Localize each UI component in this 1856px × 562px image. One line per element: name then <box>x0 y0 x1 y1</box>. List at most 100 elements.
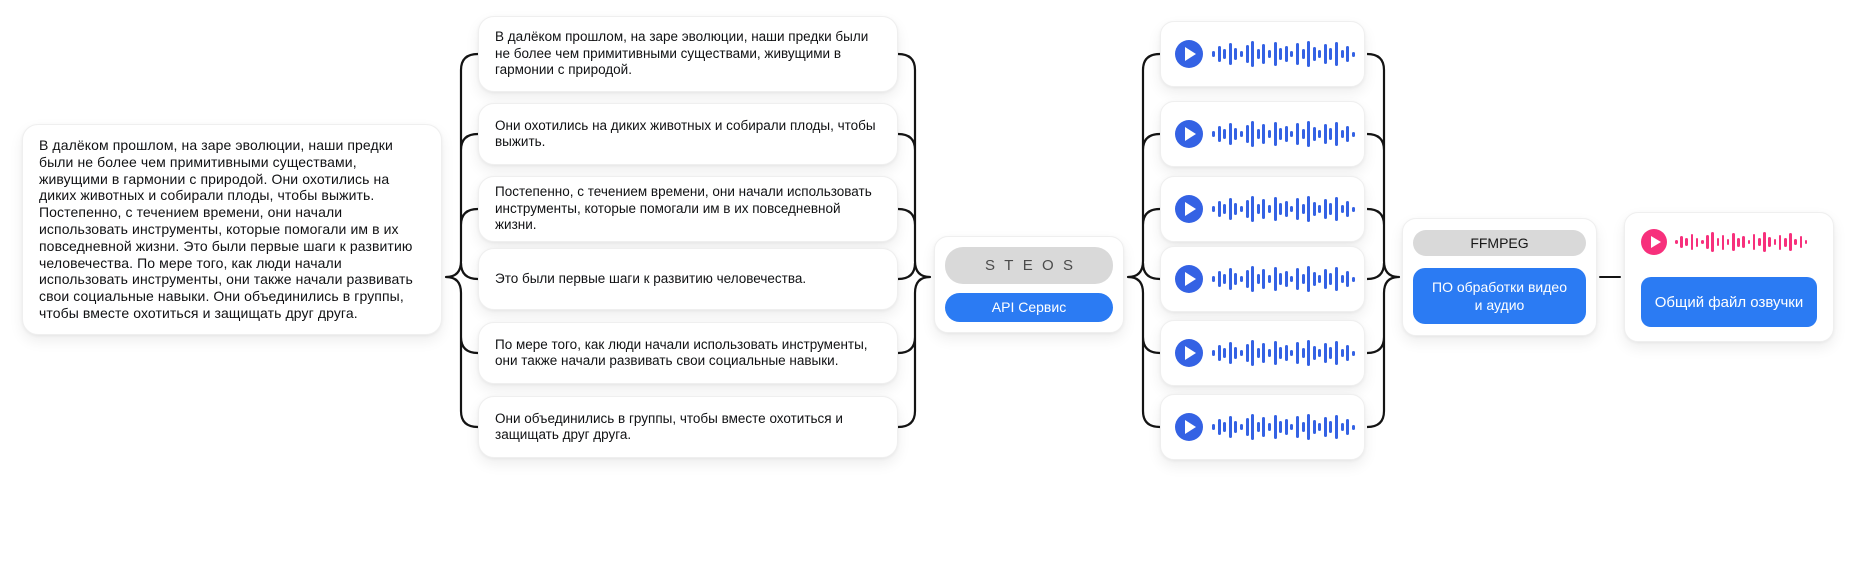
waveform-bar <box>1295 43 1299 65</box>
split-brace-sentences <box>444 52 478 429</box>
waveform-bar <box>1234 273 1238 285</box>
waveform-bar <box>1239 424 1243 430</box>
waveform-bar <box>1234 203 1238 215</box>
waveform-bar <box>1290 131 1294 137</box>
waveform-bar <box>1256 129 1260 139</box>
waveform-bar <box>1706 235 1709 249</box>
waveform-bar <box>1223 422 1227 432</box>
waveform-bar <box>1228 342 1232 364</box>
waveform-bar <box>1273 122 1277 146</box>
waveform-bar <box>1346 126 1350 142</box>
waveform-bar <box>1340 275 1344 283</box>
waveform-bar <box>1695 237 1699 247</box>
waveform <box>1212 40 1355 68</box>
waveform-bar <box>1290 206 1294 212</box>
waveform-bar <box>1212 131 1215 137</box>
waveform-bar <box>1262 343 1266 363</box>
waveform-bar <box>1301 348 1305 358</box>
sentence-text: В далёком прошлом, на заре эволюции, наш… <box>495 29 869 78</box>
waveform-bar <box>1329 128 1333 140</box>
play-button[interactable] <box>1175 265 1203 293</box>
waveform-bar <box>1290 276 1294 282</box>
waveform-bar <box>1228 268 1232 290</box>
waveform-bar <box>1335 42 1339 66</box>
waveform-bar <box>1799 236 1803 248</box>
waveform-bar <box>1273 42 1277 66</box>
waveform-bar <box>1228 123 1232 145</box>
waveform-bar <box>1223 274 1227 284</box>
waveform-bar <box>1245 418 1249 436</box>
waveform-bar <box>1279 203 1283 215</box>
waveform-bar <box>1267 275 1271 283</box>
waveform-bar <box>1295 416 1299 438</box>
waveform-bar <box>1262 199 1266 219</box>
waveform-bar <box>1245 125 1249 143</box>
play-button[interactable] <box>1175 120 1203 148</box>
audio-message-card <box>1160 394 1365 460</box>
waveform-bar <box>1783 237 1787 247</box>
waveform-bar <box>1256 204 1260 214</box>
play-button[interactable] <box>1175 195 1203 223</box>
waveform-bar <box>1794 239 1797 245</box>
waveform-bar <box>1279 48 1283 60</box>
waveform-bar <box>1680 236 1683 248</box>
sentence-text: Они охотились на диких животных и собира… <box>495 117 876 150</box>
waveform-bar <box>1245 45 1249 63</box>
sentence-card: Это были первые шаги к развитию человече… <box>478 248 898 310</box>
waveform-bar <box>1307 414 1311 440</box>
waveform-bar <box>1758 238 1761 246</box>
waveform-bar <box>1239 206 1243 212</box>
waveform-bar <box>1307 41 1311 67</box>
waveform-bar <box>1351 131 1355 137</box>
waveform-bar <box>1329 347 1333 359</box>
ffmpeg-card: FFMPEG ПО обработки видео и аудио <box>1402 218 1597 336</box>
waveform-bar <box>1273 415 1277 439</box>
waveform-bar <box>1346 46 1350 62</box>
ffmpeg-role-label: ПО обработки видео и аудио <box>1432 279 1567 313</box>
waveform-bar <box>1301 129 1305 139</box>
waveform-bar <box>1318 130 1322 138</box>
waveform-bar <box>1251 121 1255 147</box>
waveform-bar <box>1804 240 1808 244</box>
play-icon <box>1185 420 1196 434</box>
waveform-bar <box>1768 236 1771 248</box>
sentence-text: По мере того, как люди начали использова… <box>495 336 868 369</box>
waveform-bar <box>1290 51 1294 57</box>
waveform-bar <box>1323 199 1327 219</box>
output-audio-row <box>1641 227 1817 257</box>
waveform-bar <box>1295 123 1299 145</box>
output-connector-line <box>1599 276 1621 279</box>
audio-message-card <box>1160 176 1365 242</box>
waveform-bar <box>1335 267 1339 291</box>
sentence-card: В далёком прошлом, на заре эволюции, наш… <box>478 16 898 92</box>
play-button[interactable] <box>1175 339 1203 367</box>
waveform-bar <box>1329 421 1333 433</box>
waveform-bar <box>1318 423 1322 431</box>
waveform-bar <box>1279 421 1283 433</box>
waveform <box>1212 265 1355 293</box>
waveform-bar <box>1212 206 1215 212</box>
api-service-pill: API Сервис <box>945 292 1113 322</box>
api-service-label: API Сервис <box>991 299 1067 316</box>
waveform-bar <box>1279 347 1283 359</box>
output-file-label: Общий файл озвучки <box>1654 293 1804 311</box>
play-button[interactable] <box>1175 40 1203 68</box>
steos-service-card: STEOS API Сервис <box>934 236 1124 333</box>
waveform-bar <box>1267 349 1271 357</box>
waveform-bar <box>1279 273 1283 285</box>
waveform-bar <box>1251 41 1255 67</box>
sentence-text: Постепенно, с течением времени, они нача… <box>495 184 872 233</box>
play-icon <box>1650 236 1661 248</box>
waveform-bar <box>1223 348 1227 358</box>
waveform-bar <box>1245 344 1249 362</box>
waveform-bar <box>1351 276 1355 282</box>
waveform-bar <box>1256 49 1260 59</box>
play-button[interactable] <box>1175 413 1203 441</box>
waveform-bar <box>1742 236 1746 248</box>
waveform-bar <box>1251 266 1255 292</box>
waveform-bar <box>1346 345 1350 361</box>
waveform-bar <box>1295 268 1299 290</box>
play-button[interactable] <box>1641 229 1667 255</box>
play-icon <box>1185 47 1196 61</box>
waveform-bar <box>1223 129 1227 139</box>
